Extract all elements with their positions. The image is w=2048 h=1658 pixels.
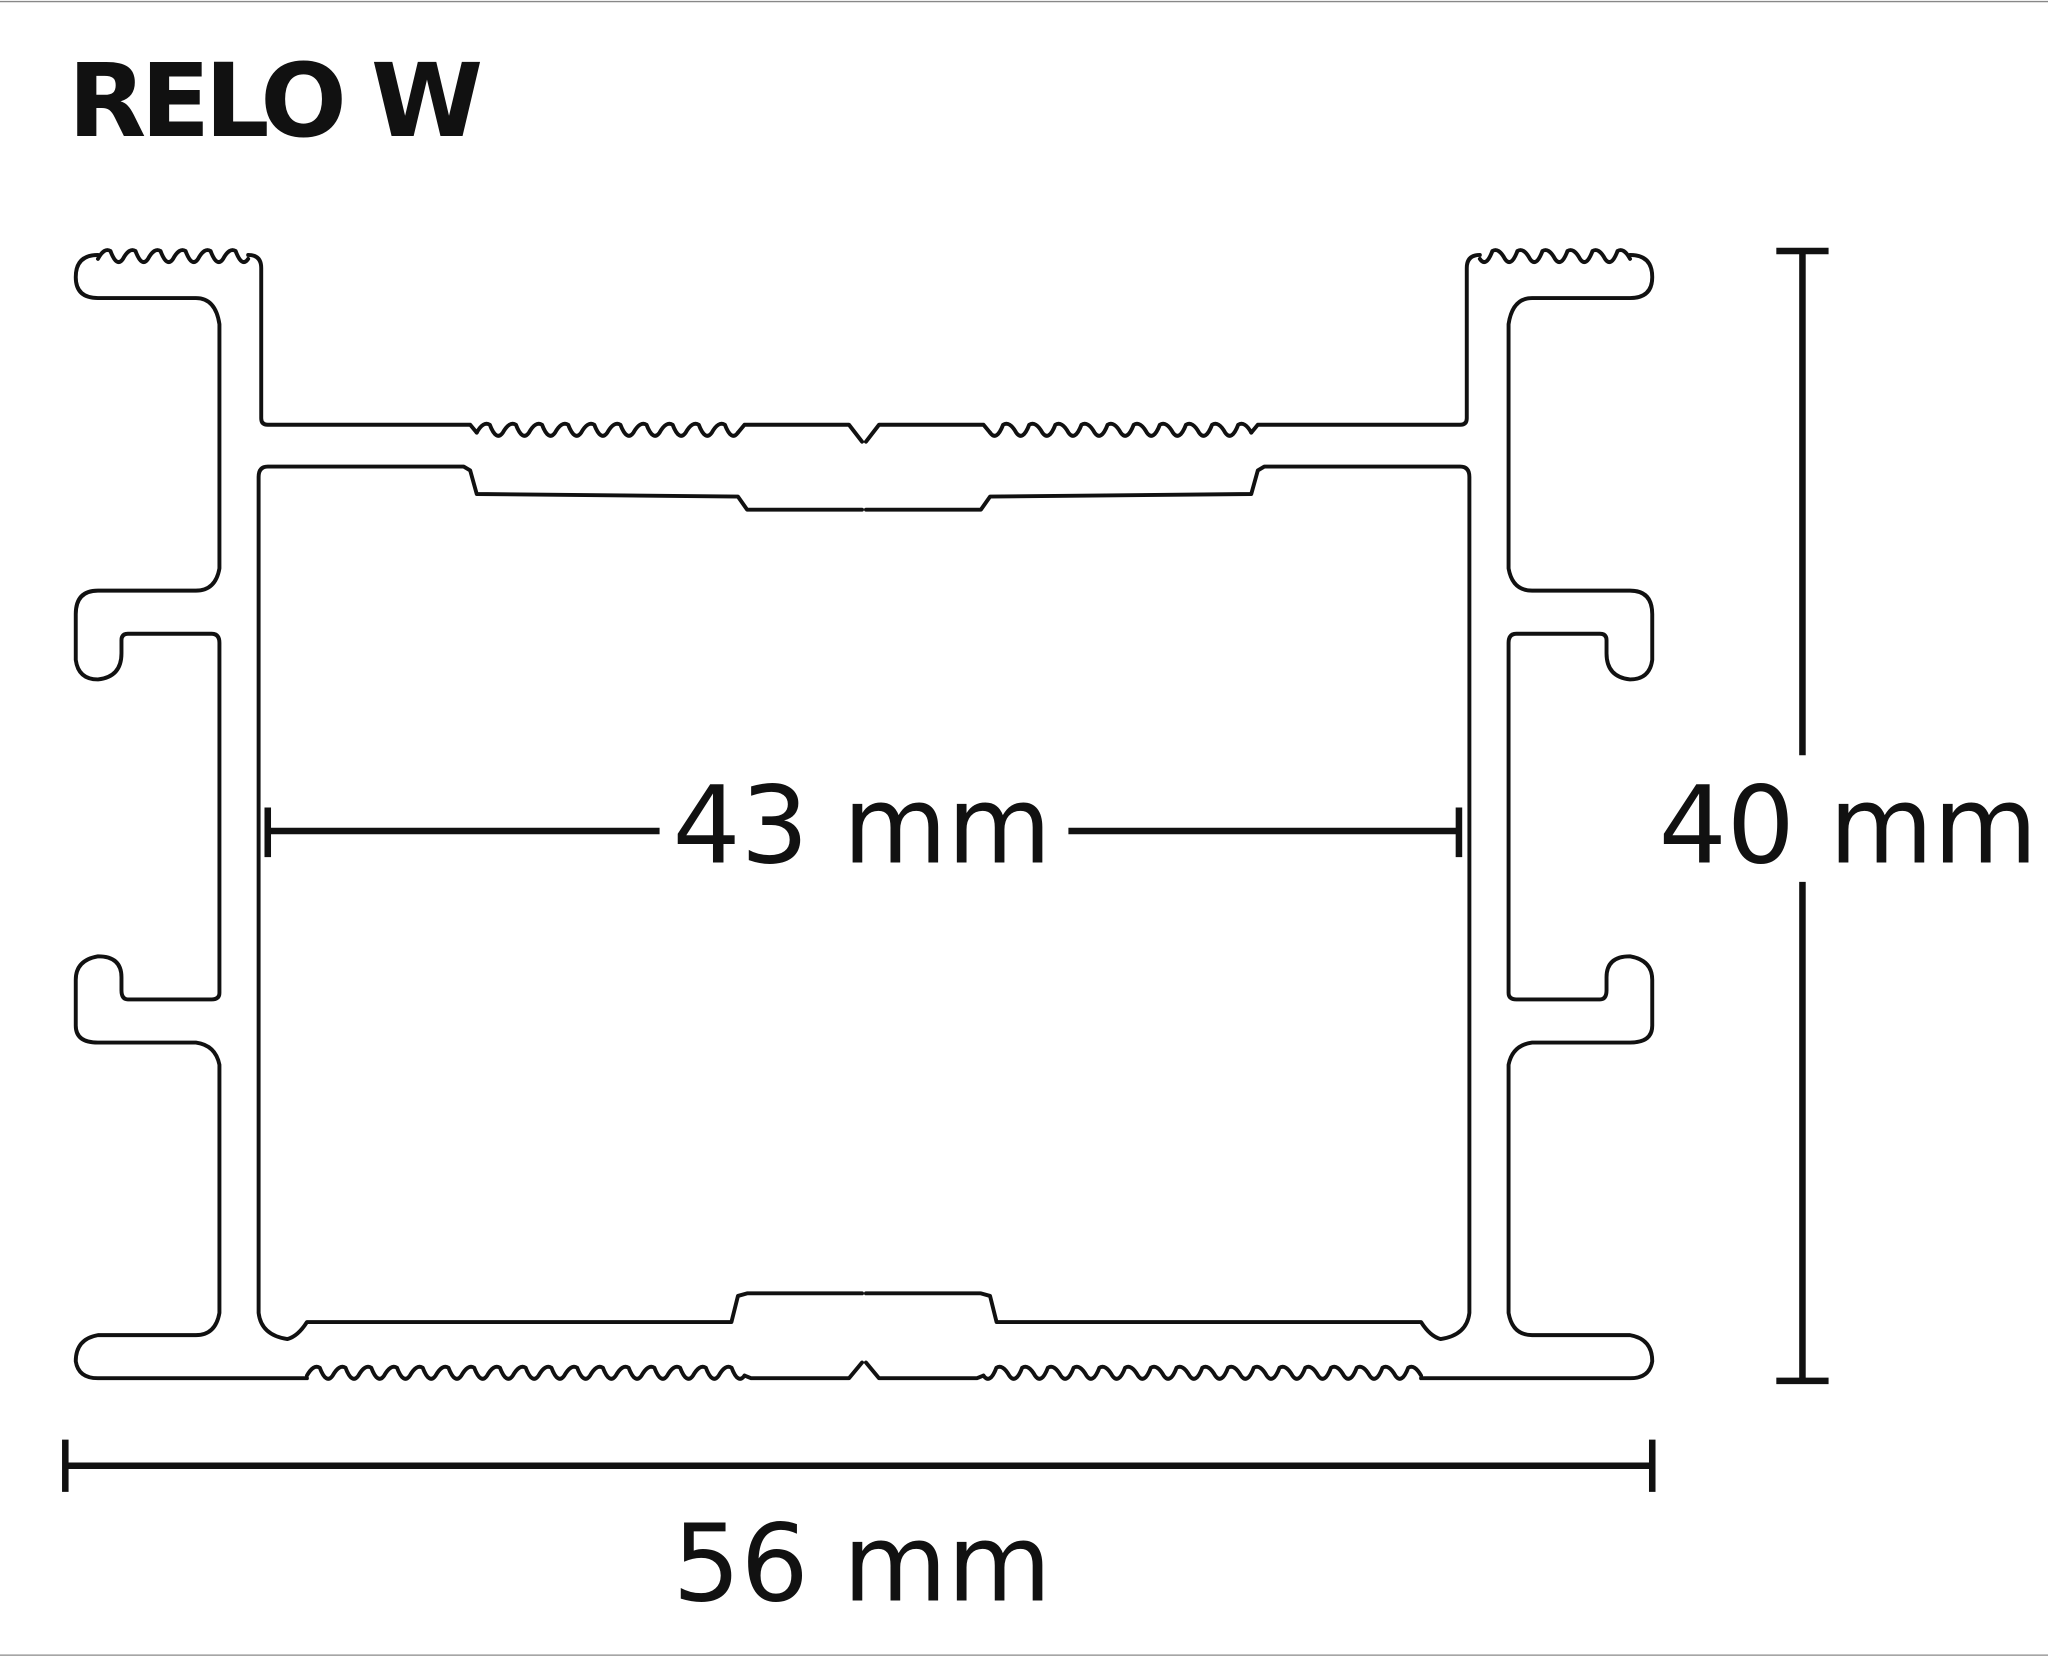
outer-contour [73,252,864,1381]
outer-width-label: 56 mm [673,1502,1052,1626]
height-label: 40 mm [1659,764,2038,888]
dimension-outer-width: 56 mm [62,1439,1656,1626]
bottom-serration [304,1364,747,1381]
profile-left-half [73,248,864,1381]
dimension-height: 40 mm [1659,247,2038,1385]
top-serration [474,421,740,438]
flange-serration [96,248,251,264]
product-title: RELO W [68,42,483,161]
dimension-inner-width: 43 mm [264,764,1463,888]
inner-contour [256,464,864,1341]
inner-width-label: 43 mm [673,764,1052,888]
